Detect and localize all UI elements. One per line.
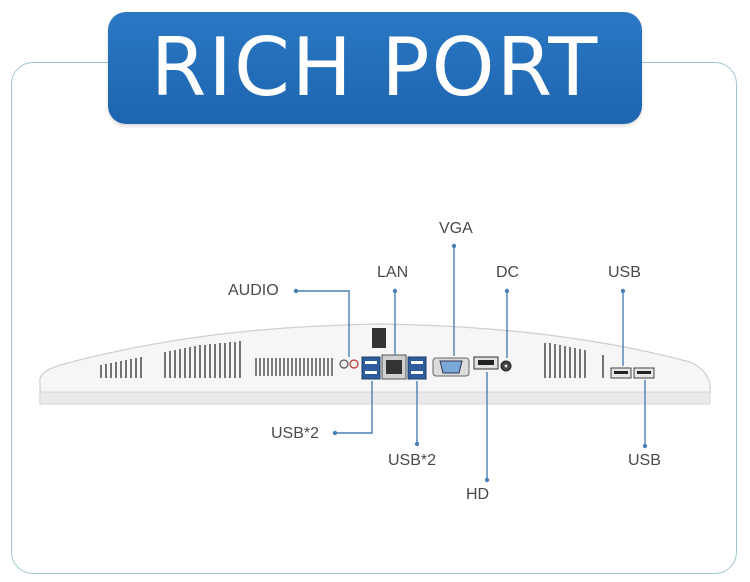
usb-mid-label: USB*2 bbox=[388, 452, 437, 469]
lan-port-icon bbox=[381, 354, 407, 380]
vga-label: VGA bbox=[439, 220, 473, 237]
bracket-icon bbox=[372, 328, 386, 348]
usb-top-label: USB bbox=[608, 264, 641, 281]
audio-jack-icon bbox=[339, 359, 349, 369]
usb-stack-right-icon bbox=[407, 356, 427, 380]
usb-left-label: USB*2 bbox=[271, 425, 320, 442]
usb-port-icon bbox=[610, 367, 632, 379]
hd-label: HD bbox=[466, 486, 490, 503]
lan-label: LAN bbox=[377, 264, 409, 281]
monitor-bottom-edge bbox=[39, 391, 711, 405]
audio-jack-icon bbox=[349, 359, 359, 369]
banner-title: RICH PORT bbox=[150, 21, 600, 114]
right-vents bbox=[544, 343, 604, 378]
center-vents bbox=[255, 358, 333, 376]
audio-label: AUDIO bbox=[228, 282, 279, 299]
hdmi-port-icon bbox=[473, 356, 499, 370]
vga-port-icon bbox=[432, 357, 470, 377]
dc-label: DC bbox=[496, 264, 520, 281]
usb-port-icon bbox=[633, 367, 655, 379]
usb-bottom-label: USB bbox=[628, 452, 661, 469]
title-banner: RICH PORT bbox=[108, 12, 642, 124]
usb-stack-left-icon bbox=[361, 356, 381, 380]
left-vents bbox=[100, 341, 241, 378]
leader-lines bbox=[296, 246, 646, 480]
